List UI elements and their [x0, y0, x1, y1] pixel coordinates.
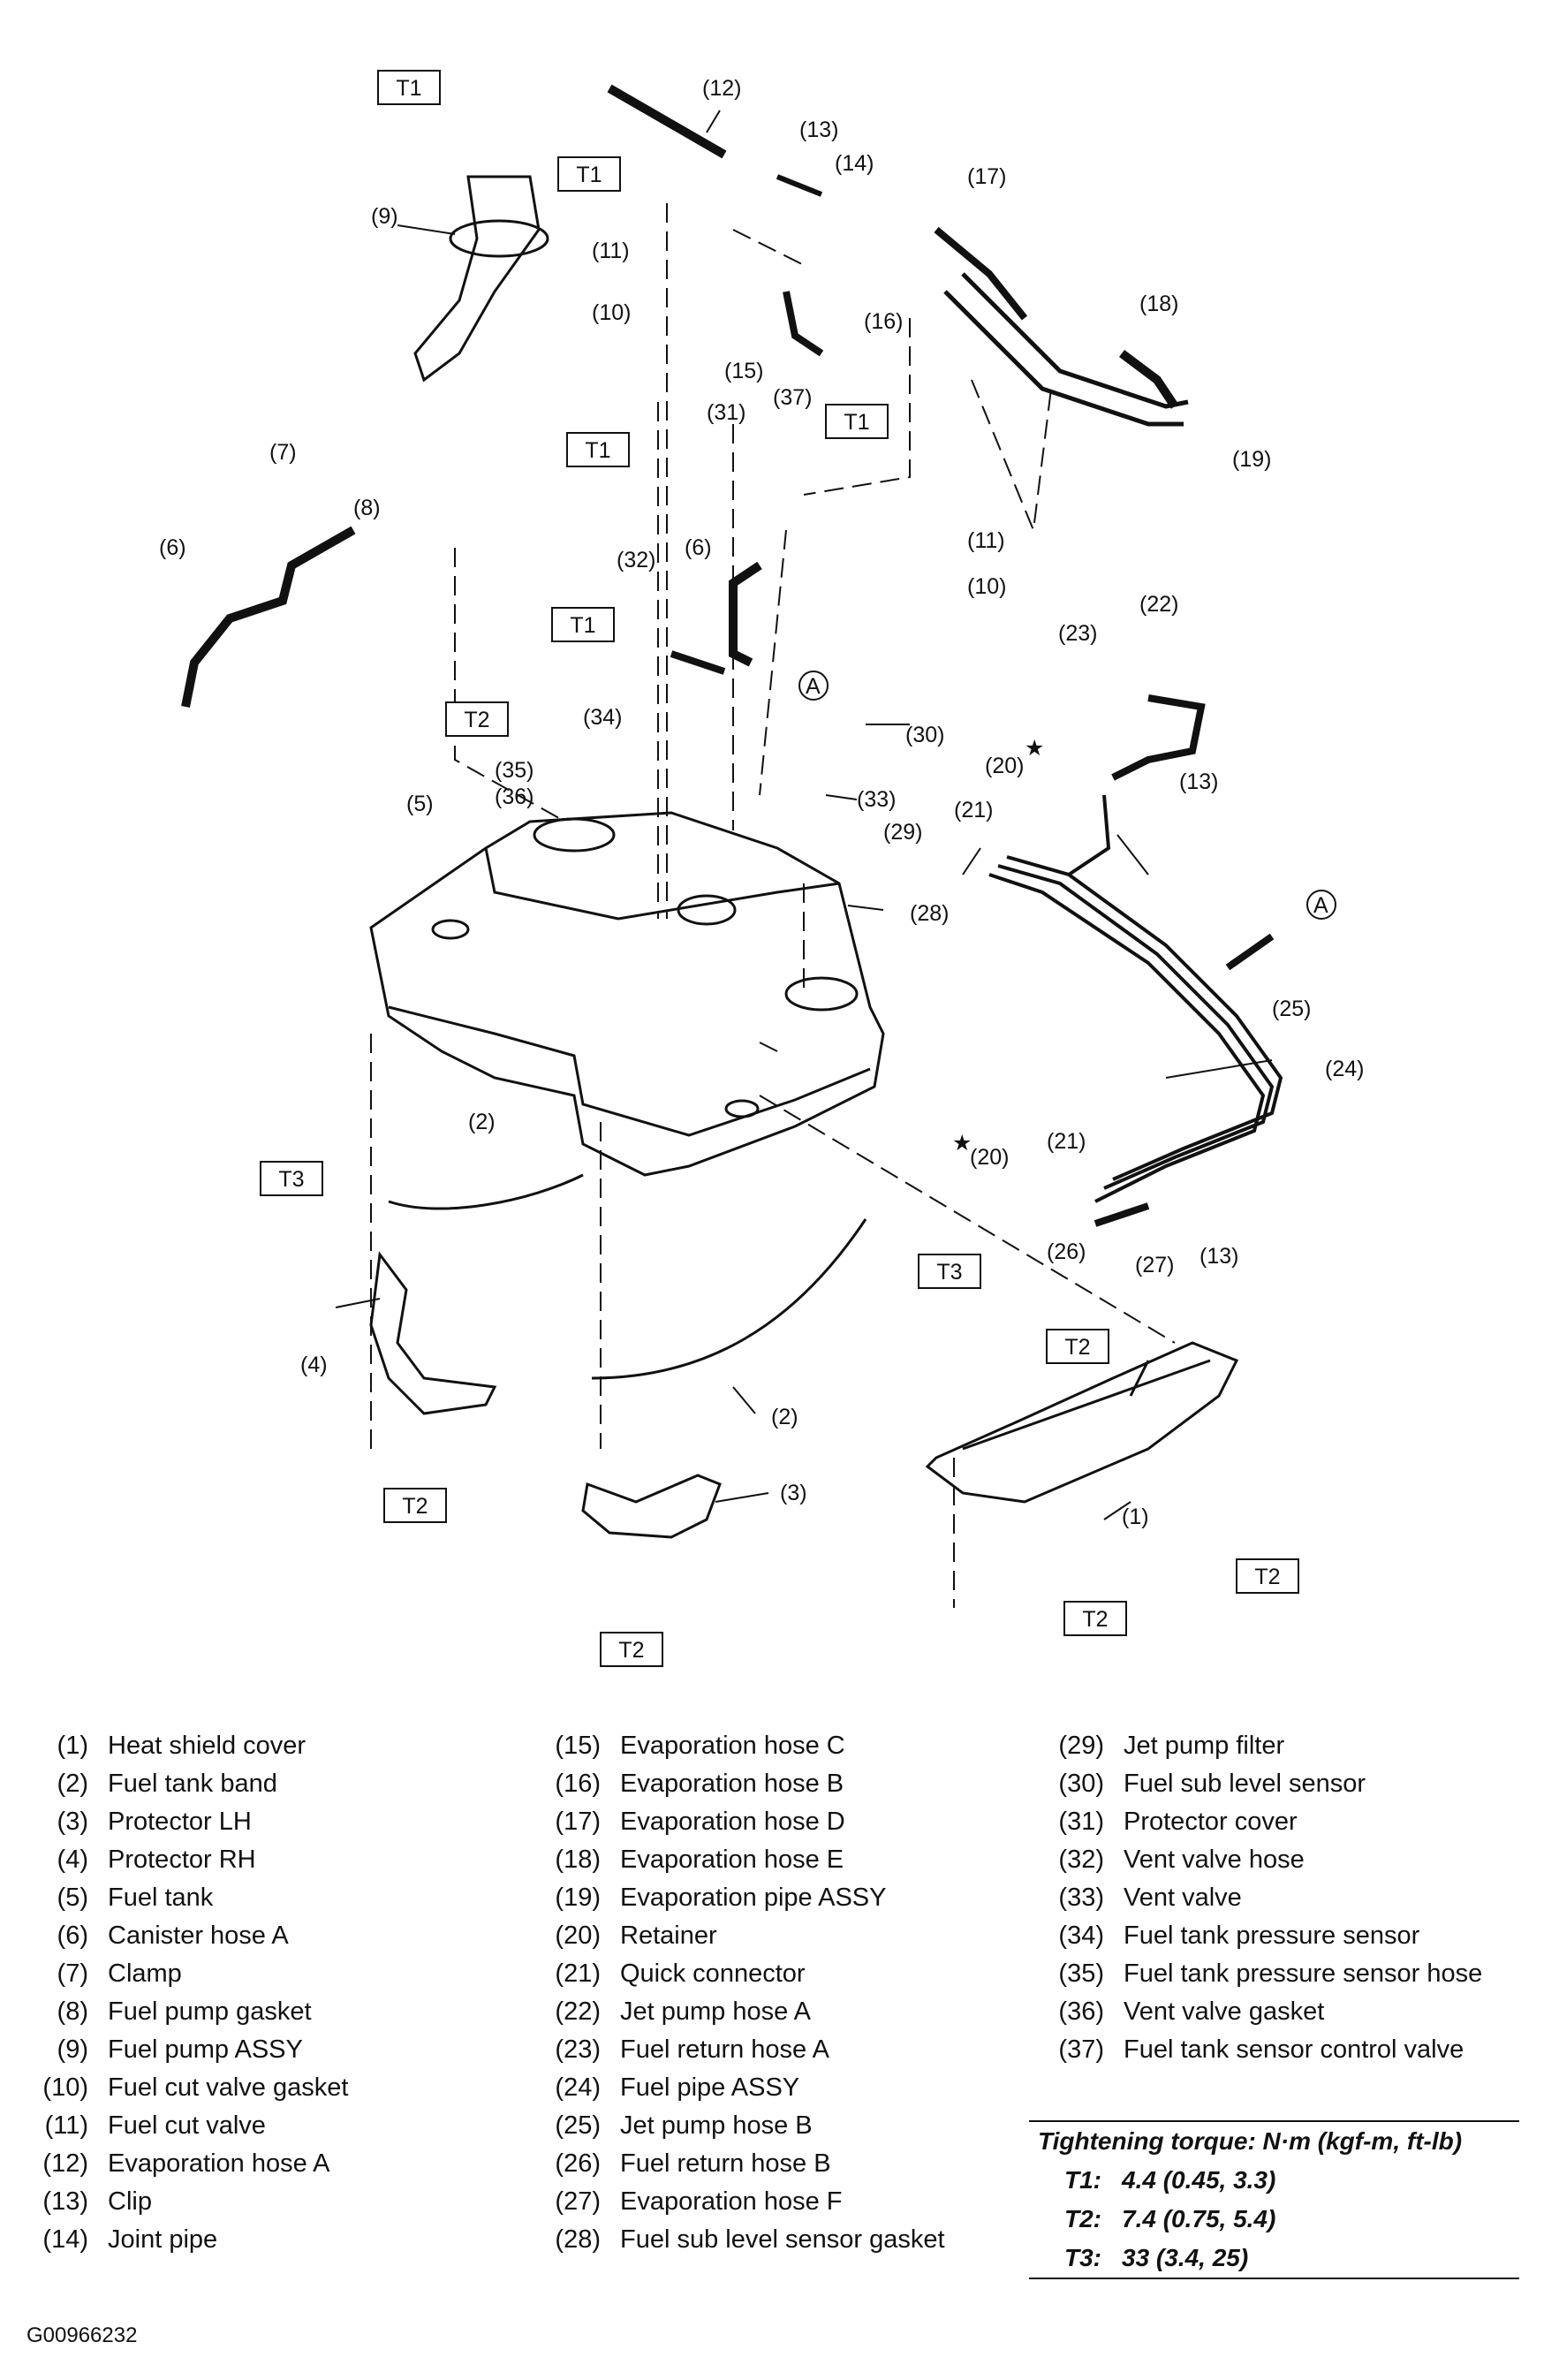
callout-6b: (6) [685, 535, 712, 560]
callout-21a: (21) [954, 798, 993, 822]
callout-31: (31) [707, 400, 745, 425]
torque-box-t2: T2 [1064, 1335, 1090, 1360]
torque-table-top-rule [1029, 2120, 1519, 2122]
callout-11b: (11) [967, 528, 1005, 553]
callout-10b: (10) [967, 574, 1006, 599]
callout-8: (8) [353, 496, 381, 520]
callout-19: (19) [1232, 447, 1271, 472]
callout-13c: (13) [1200, 1244, 1238, 1269]
callout-18: (18) [1139, 292, 1178, 316]
protector-rh-drawing [369, 1251, 497, 1415]
ref-a-1: A [806, 674, 821, 699]
figure-id: G00966232 [26, 2323, 138, 2347]
torque-box-t1: T1 [585, 438, 610, 463]
callout-27: (27) [1135, 1253, 1174, 1277]
callout-30: (30) [905, 723, 944, 747]
callout-26: (26) [1047, 1239, 1086, 1264]
callout-25: (25) [1272, 997, 1311, 1021]
callout-21b: (21) [1047, 1129, 1086, 1154]
callout-10a: (10) [592, 300, 631, 325]
tank-band-rear [388, 1173, 584, 1210]
torque-table-bottom-rule [1029, 2278, 1519, 2279]
torque-box-t3: T3 [278, 1167, 304, 1192]
callout-2b: (2) [771, 1405, 798, 1429]
callout-13b: (13) [1179, 769, 1218, 794]
callout-2a: (2) [468, 1110, 496, 1134]
callout-11a: (11) [592, 239, 630, 263]
torque-box-t2: T2 [402, 1494, 428, 1519]
callout-20a: (20) [985, 754, 1024, 778]
torque-box-t2: T2 [1082, 1607, 1108, 1632]
callout-12: (12) [702, 76, 741, 101]
callout-24: (24) [1325, 1057, 1364, 1081]
callout-7: (7) [269, 440, 297, 465]
callout-34: (34) [583, 705, 622, 730]
torque-box-t2: T2 [464, 708, 489, 732]
callout-13: (13) [799, 117, 838, 142]
protector-lh-drawing [581, 1474, 722, 1539]
torque-box-t1: T1 [570, 613, 595, 638]
callout-14: (14) [835, 151, 874, 176]
callout-9: (9) [371, 204, 398, 229]
fuel-tank-drawing [369, 811, 885, 1177]
callout-22: (22) [1139, 592, 1178, 617]
callout-33: (33) [857, 787, 896, 812]
torque-row-t3: T3:33 (3.4, 25) [1064, 2244, 1249, 2271]
callout-29: (29) [883, 820, 922, 845]
torque-table: Tightening torque: N·m (kgf-m, ft-lb) T1… [1029, 2120, 1519, 2279]
callout-35: (35) [495, 758, 534, 783]
torque-box-t1: T1 [844, 410, 869, 435]
callout-1: (1) [1122, 1505, 1149, 1529]
star-mark-1: ★ [1025, 736, 1044, 761]
callout-16: (16) [864, 309, 903, 334]
callout-28: (28) [910, 901, 949, 926]
heat-shield-drawing [925, 1341, 1239, 1504]
exploded-parts-diagram: (12) (13) (14) (17) (9) (11) (10) (16) (… [159, 70, 1364, 1667]
torque-box-t1: T1 [576, 163, 602, 187]
callout-3: (3) [780, 1481, 807, 1505]
callout-15: (15) [724, 359, 763, 383]
torque-box-t1: T1 [396, 76, 421, 101]
callout-36: (36) [495, 784, 534, 809]
tank-band-front [591, 1218, 867, 1380]
torque-table-title: Tightening torque: N·m (kgf-m, ft-lb) [1038, 2127, 1463, 2155]
torque-row-t1: T1:4.4 (0.45, 3.3) [1064, 2166, 1276, 2194]
parts-legend: (1)Heat shield cover (2)Fuel tank band (… [26, 1732, 1528, 2315]
torque-box-t2: T2 [618, 1638, 644, 1663]
callout-20b: (20) [970, 1145, 1009, 1170]
ref-a-2: A [1313, 893, 1328, 918]
callout-4: (4) [300, 1353, 328, 1377]
callout-17: (17) [967, 164, 1006, 189]
callout-37: (37) [773, 385, 812, 410]
torque-box-t3: T3 [936, 1260, 962, 1285]
torque-row-t2: T2:7.4 (0.75, 5.4) [1064, 2205, 1276, 2232]
callout-32: (32) [617, 548, 655, 572]
callout-6a: (6) [159, 535, 186, 560]
star-mark-2: ★ [952, 1131, 972, 1156]
torque-box-t2: T2 [1254, 1565, 1280, 1589]
fuel-pump-drawing [413, 175, 541, 383]
callout-23: (23) [1058, 621, 1097, 646]
callout-5: (5) [406, 792, 434, 816]
